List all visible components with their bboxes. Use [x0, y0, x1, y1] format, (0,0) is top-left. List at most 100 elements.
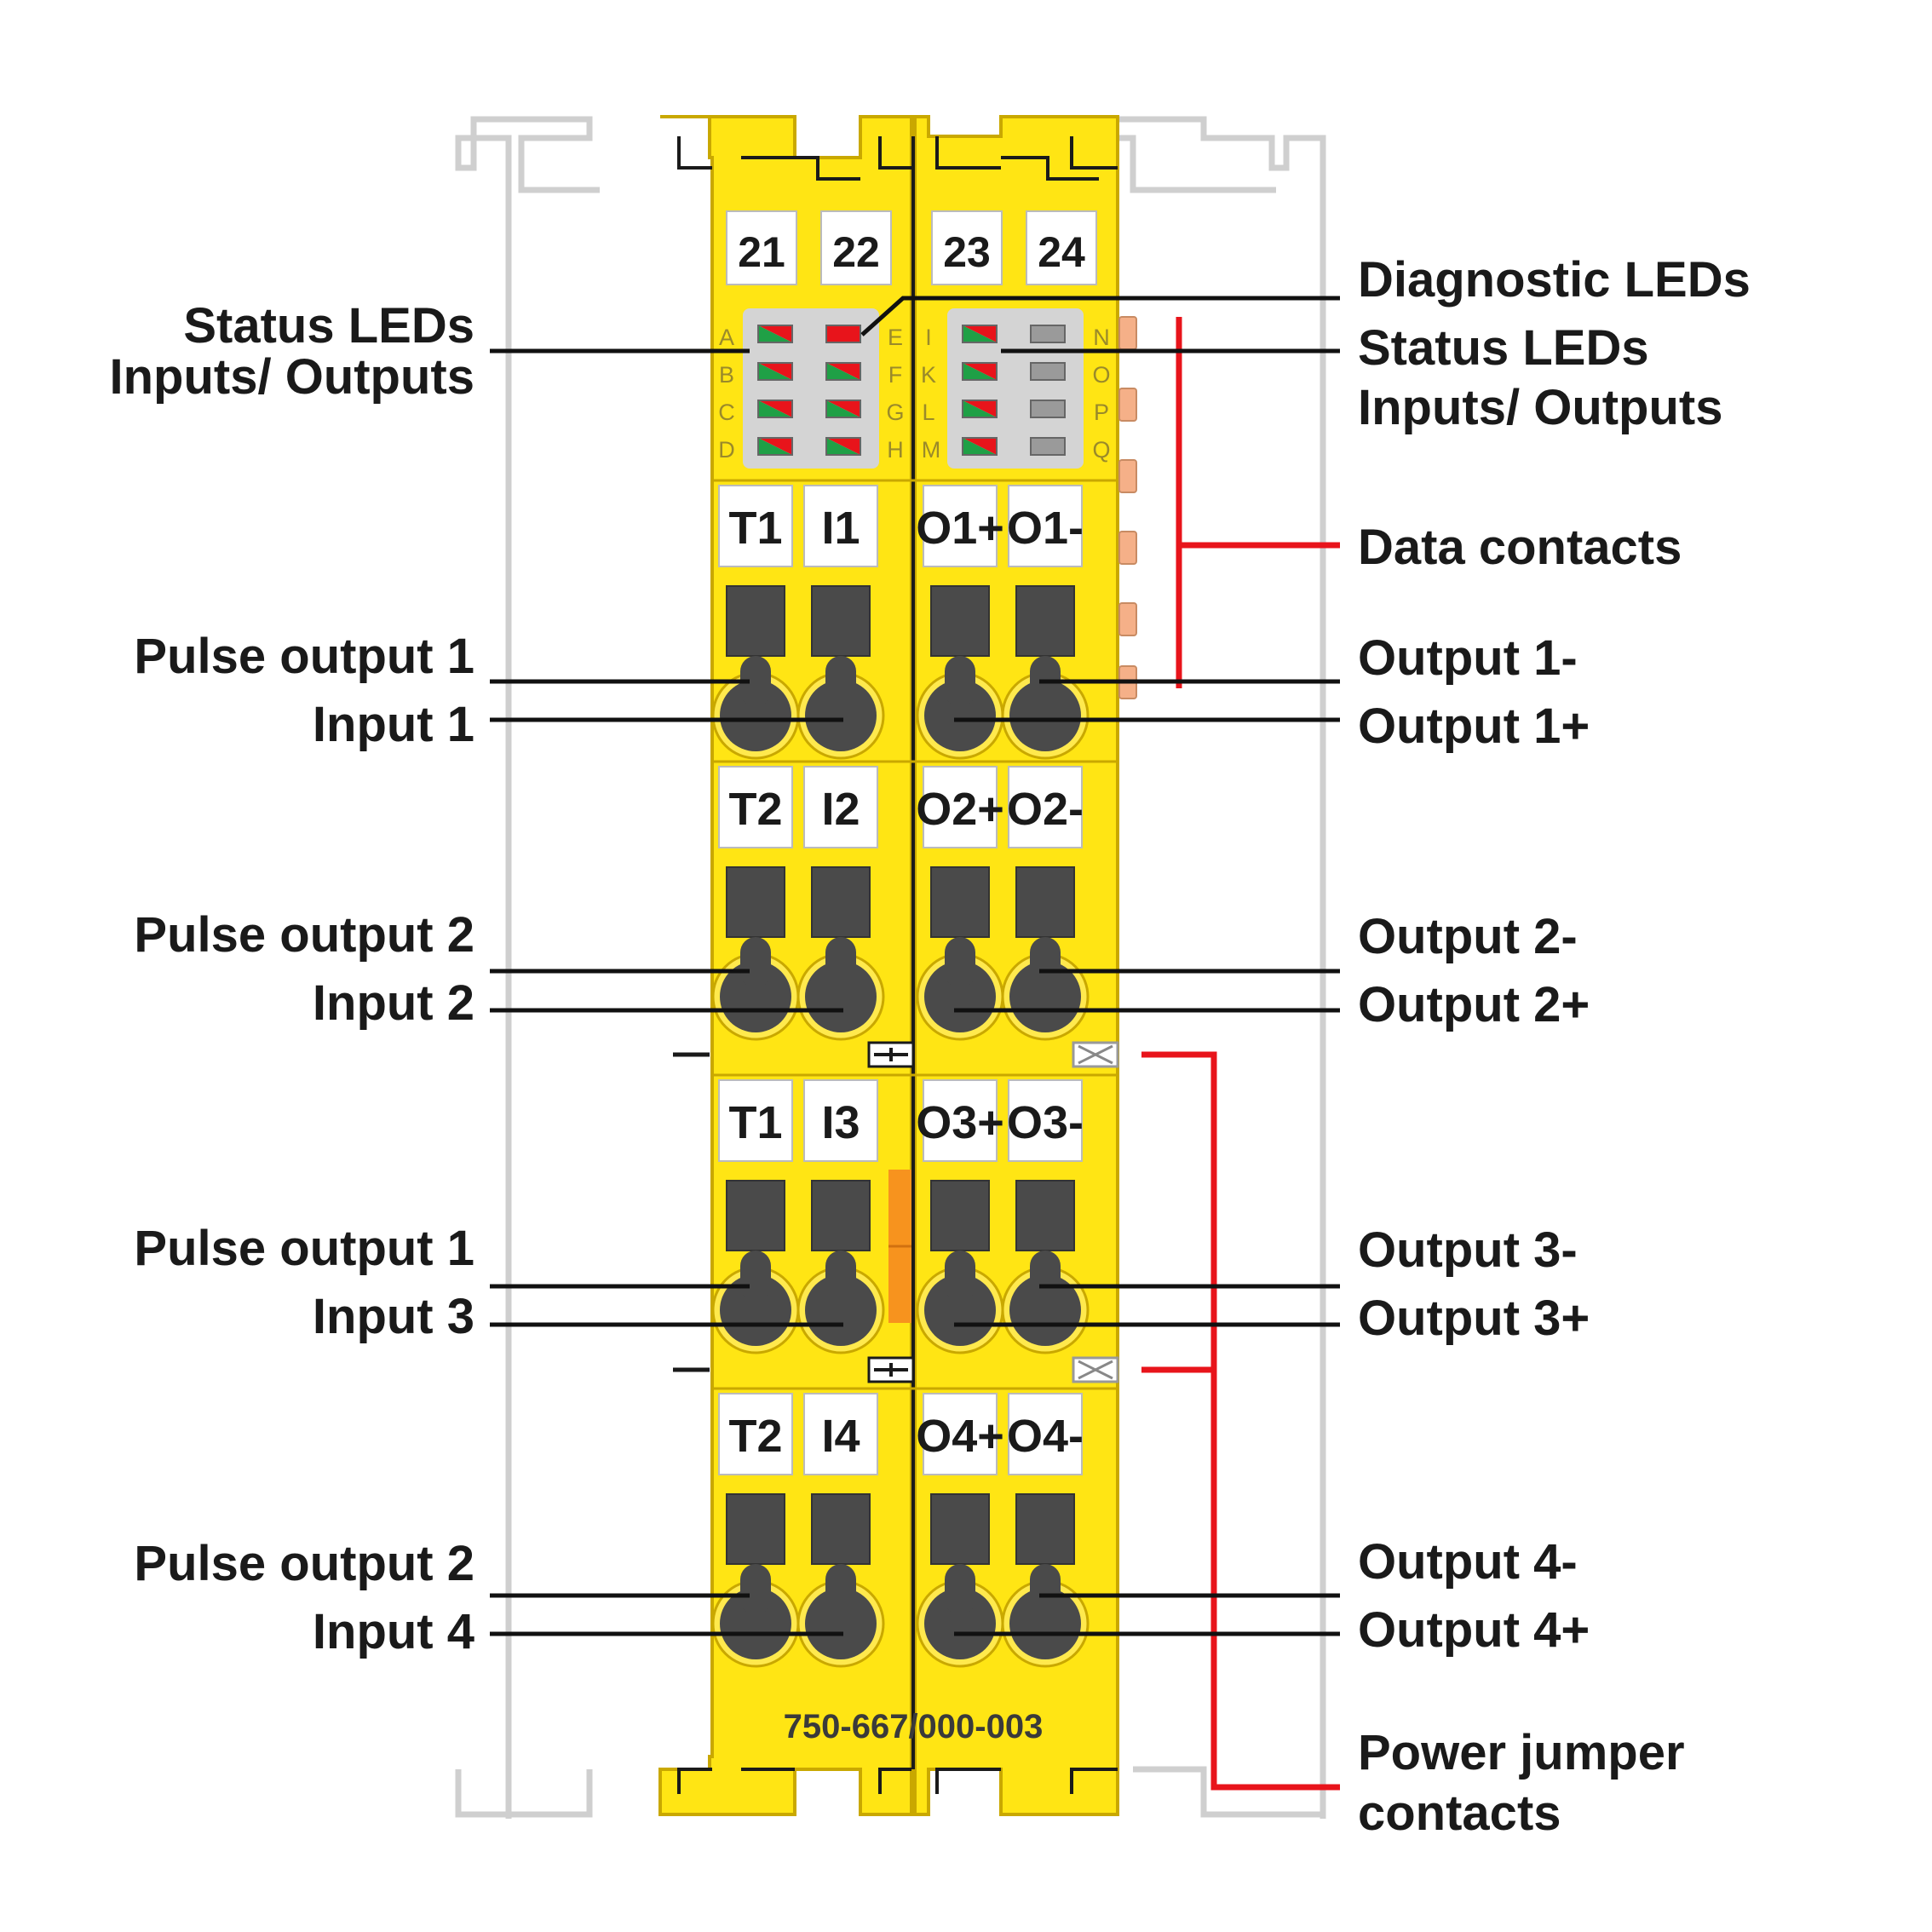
terminal-label-o1minus: O1- [1007, 503, 1084, 554]
led-1-3 [825, 437, 861, 456]
terminal-label-i3: I3 [821, 1097, 860, 1148]
slot-box-22 [820, 210, 892, 285]
led-1-1 [825, 362, 861, 381]
terminal-clamp[interactable] [805, 680, 877, 751]
terminal-clamp[interactable] [1009, 961, 1081, 1032]
led-0-1 [757, 362, 793, 381]
right-labels: Diagnostic LEDs Status LEDs Inputs/ Outp… [1358, 252, 1751, 1841]
label-pulse-output-2b: Pulse output 2 [134, 1536, 474, 1591]
terminal-clamp[interactable] [1009, 1588, 1081, 1659]
terminal-actuator[interactable] [726, 585, 785, 657]
power-jumpers [673, 1041, 1119, 1383]
terminal-actuator[interactable] [930, 585, 990, 657]
led-windows [743, 308, 1084, 469]
led-letter-n: N [1093, 325, 1110, 350]
led-0-0 [757, 325, 793, 343]
terminal-label-i1: I1 [821, 503, 860, 554]
slot-box-24 [1026, 210, 1097, 285]
led-letter-m: M [922, 437, 941, 463]
terminal-label-i2: I2 [821, 784, 860, 835]
terminal-clamp[interactable] [720, 1274, 791, 1346]
terminal-clamp[interactable] [1009, 1274, 1081, 1346]
terminal-label-o2minus: O2- [1007, 784, 1084, 835]
terminal-actuator[interactable] [811, 1493, 871, 1565]
terminal-label-box [718, 1079, 793, 1162]
led-letter-b: B [719, 362, 734, 388]
terminal-actuator[interactable] [1015, 585, 1075, 657]
label-pulse-output-1b: Pulse output 1 [134, 1221, 474, 1276]
led-letter-d: D [718, 437, 735, 463]
terminal-actuator[interactable] [930, 1493, 990, 1565]
terminal-label-t1: T1 [728, 503, 782, 554]
led-letter-g: G [886, 400, 904, 425]
terminal-clamp[interactable] [924, 680, 996, 751]
terminal-label-box [803, 485, 878, 567]
slot-21: 21 [738, 228, 785, 276]
led-2-2 [962, 400, 998, 418]
led-letter-k: K [921, 362, 936, 388]
terminal-actuator[interactable] [811, 1180, 871, 1251]
label-pulse-output-1a: Pulse output 1 [134, 629, 474, 684]
terminal-actuator[interactable] [1015, 866, 1075, 938]
led-letter-l: L [922, 400, 934, 425]
led-2-3 [962, 437, 998, 456]
led-1-0 [825, 325, 861, 343]
led-3-3 [1030, 437, 1066, 456]
terminal-clamp[interactable] [720, 680, 791, 751]
terminal-label-box [1008, 766, 1083, 848]
slot-numbers: 21 22 23 24 [726, 210, 1097, 285]
terminal-label-t1: T1 [728, 1097, 782, 1148]
terminal-label-box [803, 766, 878, 848]
led-letters: A B C D E F G H I K L M N O P Q [718, 325, 1110, 463]
terminal-label-t2: T2 [728, 784, 782, 835]
led-letter-o: O [1092, 362, 1110, 388]
terminal-clamp[interactable] [720, 1588, 791, 1659]
label-inputs-outputs-left: Inputs/ Outputs [110, 349, 475, 405]
label-inputs-outputs-right: Inputs/ Outputs [1358, 380, 1723, 435]
terminal-clamp[interactable] [805, 1588, 877, 1659]
terminal-label-box [718, 766, 793, 848]
led-window-right [947, 308, 1084, 469]
terminal-actuator[interactable] [726, 1180, 785, 1251]
terminal-actuator[interactable] [726, 1493, 785, 1565]
terminal-actuator[interactable] [811, 866, 871, 938]
terminal-clamp[interactable] [805, 961, 877, 1032]
led-window-left [743, 308, 879, 469]
led-0-2 [757, 400, 793, 418]
terminal-label-box [803, 1079, 878, 1162]
terminal-clamp[interactable] [1009, 680, 1081, 751]
terminal-clamp[interactable] [924, 1588, 996, 1659]
label-input-3: Input 3 [313, 1289, 474, 1344]
led-letter-i: I [925, 325, 932, 350]
led-letter-e: E [888, 325, 903, 350]
terminal-actuator[interactable] [726, 866, 785, 938]
terminal-clamp[interactable] [924, 1274, 996, 1346]
terminal-actuator[interactable] [1015, 1180, 1075, 1251]
label-output-4-minus: Output 4- [1358, 1534, 1578, 1590]
terminal-clamp[interactable] [720, 961, 791, 1032]
terminal-actuator[interactable] [930, 1180, 990, 1251]
led-0-3 [757, 437, 793, 456]
led-letter-c: C [718, 400, 735, 425]
terminal-actuator[interactable] [811, 585, 871, 657]
led-3-2 [1030, 400, 1066, 418]
terminal-label-box [1008, 1079, 1083, 1162]
label-output-2-minus: Output 2- [1358, 909, 1578, 964]
terminal-label-o3minus: O3- [1007, 1097, 1084, 1148]
callout-lines [490, 296, 1340, 1636]
slot-23: 23 [943, 228, 991, 276]
label-input-4: Input 4 [313, 1604, 474, 1659]
label-input-2: Input 2 [313, 975, 474, 1031]
terminal-clamp[interactable] [924, 961, 996, 1032]
label-output-4-plus: Output 4+ [1358, 1602, 1590, 1658]
led-3-0 [1030, 325, 1066, 343]
terminal-actuator[interactable] [1015, 1493, 1075, 1565]
left-labels: Status LEDs Inputs/ Outputs Pulse output… [110, 298, 475, 1659]
data-contacts [1118, 316, 1137, 699]
terminal-actuator[interactable] [930, 866, 990, 938]
terminal-clamp[interactable] [805, 1274, 877, 1346]
